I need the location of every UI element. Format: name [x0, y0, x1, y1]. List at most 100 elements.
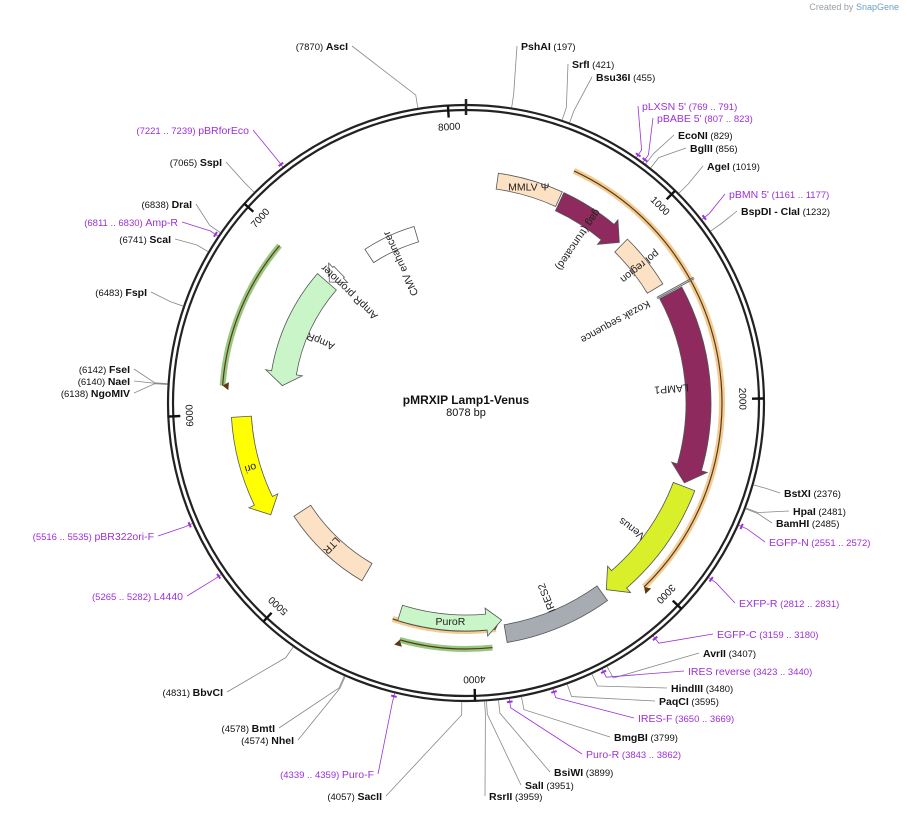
enzyme-paqci-name: PaqCI: [659, 696, 689, 708]
enzyme-asci-label: (7870) AscI: [296, 41, 348, 53]
feature-kozak-sequence-mark: [656, 276, 694, 298]
primer-exfp-r-location: (2812 .. 2831): [778, 599, 840, 610]
enzyme-paqci-location: (3595): [689, 697, 719, 708]
enzyme-bmgbi-leader: [521, 696, 611, 738]
primer-pbrforeco-location: (7221 .. 7239): [136, 126, 198, 137]
enzyme-nhei-label: (4574) NheI: [241, 735, 294, 747]
enzyme-nhei-location: (4574): [241, 736, 271, 747]
enzyme-sspi-name: SspI: [200, 157, 222, 169]
primer-puro-r-location: (3843 .. 3862): [619, 750, 681, 761]
enzyme-drai-leader: [195, 203, 221, 233]
primer-ires-f-leader: [552, 688, 635, 719]
feature-venus-label: Venus: [617, 515, 648, 542]
feature-lamp1: [659, 286, 712, 484]
enzyme-bamhi-label: BamHI (2485): [776, 518, 839, 530]
enzyme-hpai-name: HpaI: [793, 506, 816, 518]
enzyme-ngomiv-label: (6138) NgoMIV: [61, 388, 130, 400]
primer-l4440-leader: [186, 574, 222, 597]
primer-puro-f-name: Puro-F: [342, 769, 374, 781]
tick-5000: [262, 611, 273, 623]
enzyme-srfi-location: (421): [590, 60, 615, 71]
enzyme-drai-location: (6838): [141, 200, 171, 211]
enzyme-sspi-leader: [225, 161, 255, 193]
primer-pbmn-5-label: pBMN 5' (1161 .. 1177): [729, 189, 829, 201]
feature-ampr-label: AmpR: [305, 329, 337, 352]
enzyme-naei-name: NaeI: [108, 376, 130, 388]
enzyme-naei-label: (6140) NaeI: [78, 376, 130, 388]
primer-exfp-r-name: EXFP-R: [739, 598, 778, 610]
primer-pbmn-5-location: (1161 .. 1177): [769, 190, 829, 201]
enzyme-econi-leader: [645, 134, 675, 165]
primer-plxsn-5-label: pLXSN 5' (769 .. 791): [642, 101, 737, 113]
plasmid-size: 8078 bp: [446, 407, 486, 419]
enzyme-ngomiv-name: NgoMIV: [91, 388, 130, 400]
enzyme-bglii-leader: [650, 147, 687, 169]
primer-puro-r-name: Puro-R: [586, 749, 620, 761]
enzyme-bstxi-name: BstXI: [784, 488, 811, 500]
enzyme-hindiii-location: (3480): [703, 684, 733, 695]
enzyme-sacii-location: (4057): [327, 792, 357, 803]
feature-ampr: [264, 273, 337, 387]
primer-pbr322ori-f-location: (5516 .. 5535): [33, 532, 95, 543]
primer-ires-reverse-leader: [601, 669, 685, 678]
enzyme-fsei-label: (6142) FseI: [79, 364, 130, 376]
enzyme-sspi-label: (7065) SspI: [170, 157, 222, 169]
enzyme-srfi-name: SrfI: [572, 59, 590, 71]
enzyme-bstxi-label: BstXI (2376): [784, 488, 841, 500]
enzyme-econi-label: EcoNI (829): [678, 130, 733, 142]
feature-kozak-sequence-label: Kozak sequence: [578, 298, 652, 346]
primer-pbrforeco-name: pBRforEco: [198, 125, 249, 137]
enzyme-srfi-leader: [561, 63, 569, 121]
enzyme-rsrii-location: (3959): [512, 792, 542, 803]
primer-egfp-c-location: (3159 .. 3180): [757, 630, 819, 641]
enzyme-bamhi-leader: [745, 508, 773, 524]
enzyme-bsiwi-location: (3899): [583, 768, 613, 779]
primer-pbrforeco-leader: [252, 129, 284, 167]
enzyme-bbvci-label: (4831) BbvCI: [163, 687, 224, 699]
enzyme-sali-location: (3951): [544, 781, 574, 792]
enzyme-avrii-label: AvrII (3407): [703, 648, 756, 660]
primer-ires-f-label: IRES-F (3650 .. 3669): [638, 713, 734, 725]
primer-egfp-c-label: EGFP-C (3159 .. 3180): [717, 629, 818, 641]
watermark-created-by: Created by: [809, 2, 854, 12]
primer-pbr322ori-f-label: (5516 .. 5535) pBR322ori-F: [33, 531, 154, 543]
enzyme-bsu36i-leader: [569, 76, 593, 123]
enzyme-bmti-label: (4578) BmtI: [222, 723, 276, 735]
feature-mmlv: [495, 172, 563, 207]
tick-7000: [243, 202, 255, 213]
tick-8000: [446, 105, 450, 118]
primer-ires-reverse-name: IRES reverse: [688, 666, 751, 678]
orf-arrowhead-2: [394, 639, 402, 647]
enzyme-bmti-name: BmtI: [252, 723, 275, 735]
feature-ires2: [503, 585, 609, 643]
orf-arc-0: [573, 170, 723, 588]
enzyme-bmgbi-name: BmgBI: [614, 732, 648, 744]
orf-arc-halo-2: [398, 636, 493, 652]
orf-arrowhead-0: [644, 586, 652, 595]
enzyme-agei-label: AgeI (1019): [707, 161, 760, 173]
enzyme-bmgbi-label: BmgBI (3799): [614, 732, 678, 744]
enzyme-pshai-leader: [511, 45, 518, 108]
enzyme-fsei-location: (6142): [79, 365, 109, 376]
primer-puro-f-label: (4339 .. 4359) Puro-F: [280, 769, 374, 781]
enzyme-bmti-location: (4578): [222, 724, 252, 735]
primer-puro-f-location: (4339 .. 4359): [280, 770, 342, 781]
enzyme-fsei-leader: [133, 368, 168, 384]
primer-egfp-n-name: EGFP-N: [769, 537, 809, 549]
enzyme-sali-name: SalI: [525, 780, 544, 792]
enzyme-bmti-leader: [278, 675, 345, 729]
tick-6000: [168, 414, 181, 418]
enzyme-asci-location: (7870): [296, 42, 326, 53]
enzyme-agei-location: (1019): [730, 162, 760, 173]
enzyme-rsrii-label: RsrII (3959): [489, 791, 542, 803]
enzyme-sspi-location: (7065): [170, 158, 200, 169]
primer-pbr322ori-f-name: pBR322ori-F: [94, 531, 154, 543]
primer-amp-r-name: Amp-R: [145, 217, 178, 229]
primer-plxsn-5-leader: [636, 105, 643, 158]
enzyme-bspdi-label: BspDI - ClaI (1232): [741, 206, 830, 218]
enzyme-agei-leader: [678, 165, 704, 194]
feature-lamp1-label: LAMP1: [654, 381, 689, 395]
orf-arc-2: [399, 639, 493, 650]
primer-ires-f-name: IRES-F: [638, 713, 672, 725]
